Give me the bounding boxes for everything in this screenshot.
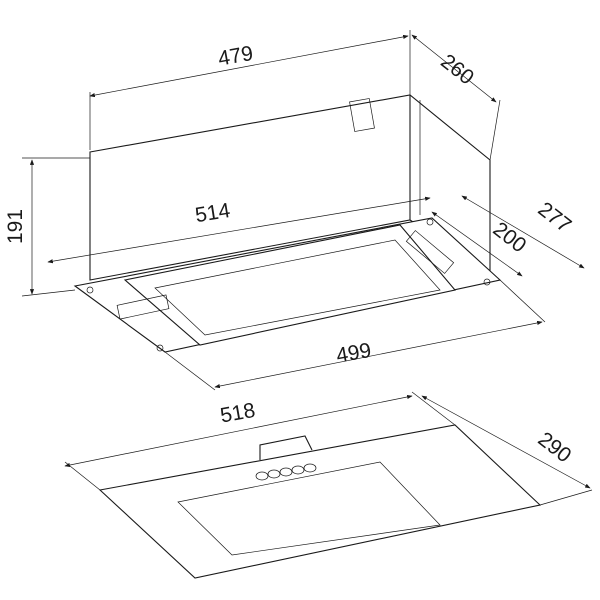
dim-flange-depth: 277 xyxy=(534,198,576,238)
dim-cutout-depth: 200 xyxy=(489,218,531,258)
left-handle-slot xyxy=(116,294,170,320)
control-buttons xyxy=(255,463,317,481)
mounting-bracket xyxy=(349,98,375,132)
dim-cutout-width: 499 xyxy=(335,339,374,368)
dim-hood-depth: 260 xyxy=(436,50,478,90)
dim-hood-top-width: 479 xyxy=(216,42,255,71)
dim-flange-width: 514 xyxy=(194,199,233,227)
dim-glass-width: 518 xyxy=(219,399,258,428)
dim-hood-height: 191 xyxy=(4,209,27,244)
glass-panel xyxy=(98,424,542,579)
dimension-lines xyxy=(21,30,593,506)
dim-glass-depth: 290 xyxy=(534,428,576,468)
